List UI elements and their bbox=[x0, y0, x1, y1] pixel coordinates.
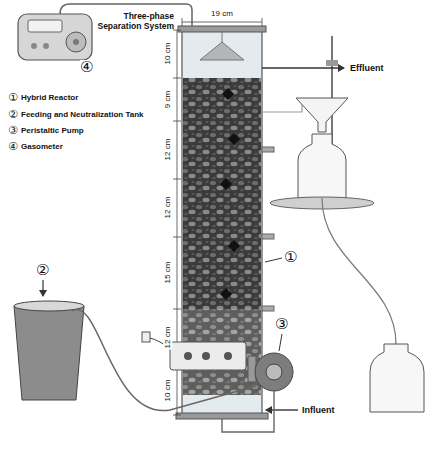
legend-text: Peristaltic Pump bbox=[21, 126, 84, 135]
influent-arrow bbox=[266, 409, 298, 410]
legend-number: ② bbox=[8, 109, 18, 120]
legend-number: ③ bbox=[8, 125, 18, 136]
legend-number: ① bbox=[8, 92, 18, 103]
feeding-tank bbox=[14, 280, 84, 400]
legend-number: ④ bbox=[8, 141, 18, 152]
dimension-label: 12 cm bbox=[163, 326, 172, 350]
flow-label: Effluent bbox=[350, 63, 384, 73]
dimension-label: 10 cm bbox=[163, 42, 172, 66]
dimension-label: 19 cm bbox=[210, 9, 234, 18]
flow-label: Influent bbox=[302, 405, 335, 415]
callout-number: ③ bbox=[275, 317, 288, 332]
callout-number: ② bbox=[36, 263, 49, 278]
dimension-label: 12 cm bbox=[163, 138, 172, 162]
feed-tube bbox=[72, 310, 256, 411]
pump-tube bbox=[222, 391, 274, 432]
dimension-label: 10 cm bbox=[163, 379, 172, 403]
dimension-label: 12 cm bbox=[163, 196, 172, 220]
dimension-label: 15 cm bbox=[163, 261, 172, 285]
component-label: Three-phase Separation System bbox=[86, 12, 174, 32]
dimension-label: 9 cm bbox=[163, 90, 172, 109]
leader-line bbox=[265, 258, 282, 262]
effluent-collection bbox=[262, 36, 424, 412]
callout-number: ① bbox=[284, 250, 297, 265]
callout-number: ④ bbox=[80, 60, 93, 75]
legend-text: Gasometer bbox=[21, 142, 63, 151]
gasometer bbox=[18, 14, 92, 60]
legend-text: Hybrid Reactor bbox=[21, 93, 78, 102]
legend-text: Feeding and Neutralization Tank bbox=[21, 110, 144, 119]
